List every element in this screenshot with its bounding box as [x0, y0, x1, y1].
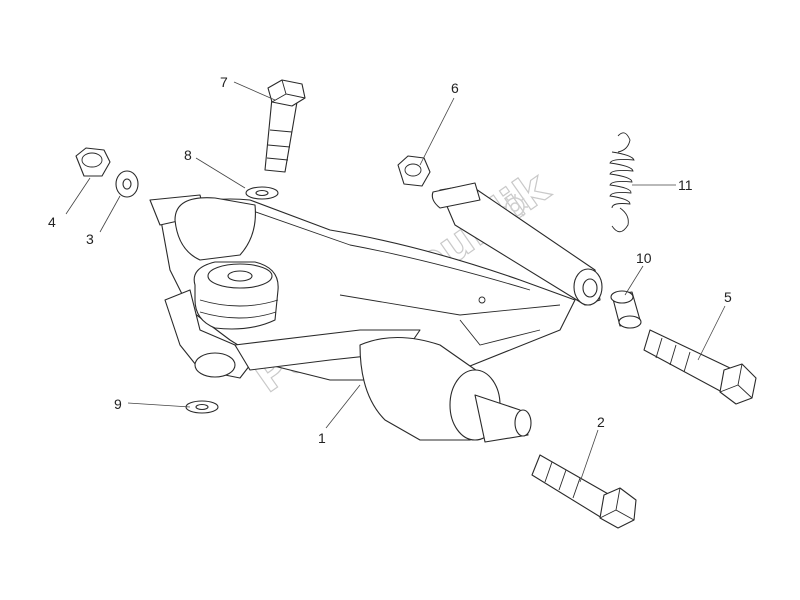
callout-1: 1	[318, 430, 326, 446]
nut-part-4	[75, 147, 111, 177]
callout-10: 10	[636, 250, 652, 266]
swing-arm-part-1	[149, 182, 603, 443]
callout-6: 6	[451, 80, 459, 96]
callout-labels: 1 2 3 4 5 6 7 8 9 10 11	[48, 74, 732, 446]
callout-9: 9	[114, 396, 122, 412]
callout-2: 2	[597, 414, 605, 430]
washer-part-8	[245, 186, 279, 200]
callout-7: 7	[220, 74, 228, 90]
callout-11: 11	[678, 177, 693, 193]
washer-part-3	[115, 170, 139, 198]
callout-5: 5	[724, 289, 732, 305]
bolt-part-7	[264, 79, 306, 173]
bolt-part-5	[643, 329, 757, 405]
callout-8: 8	[184, 147, 192, 163]
washer-part-9	[185, 400, 219, 414]
bolt-part-2	[531, 454, 637, 529]
bushing-part-10	[610, 290, 642, 329]
leader-lines	[65, 81, 726, 483]
spring-part-11	[609, 132, 635, 233]
callout-4: 4	[48, 214, 56, 230]
callout-3: 3	[86, 231, 94, 247]
nut-part-6	[397, 155, 431, 187]
